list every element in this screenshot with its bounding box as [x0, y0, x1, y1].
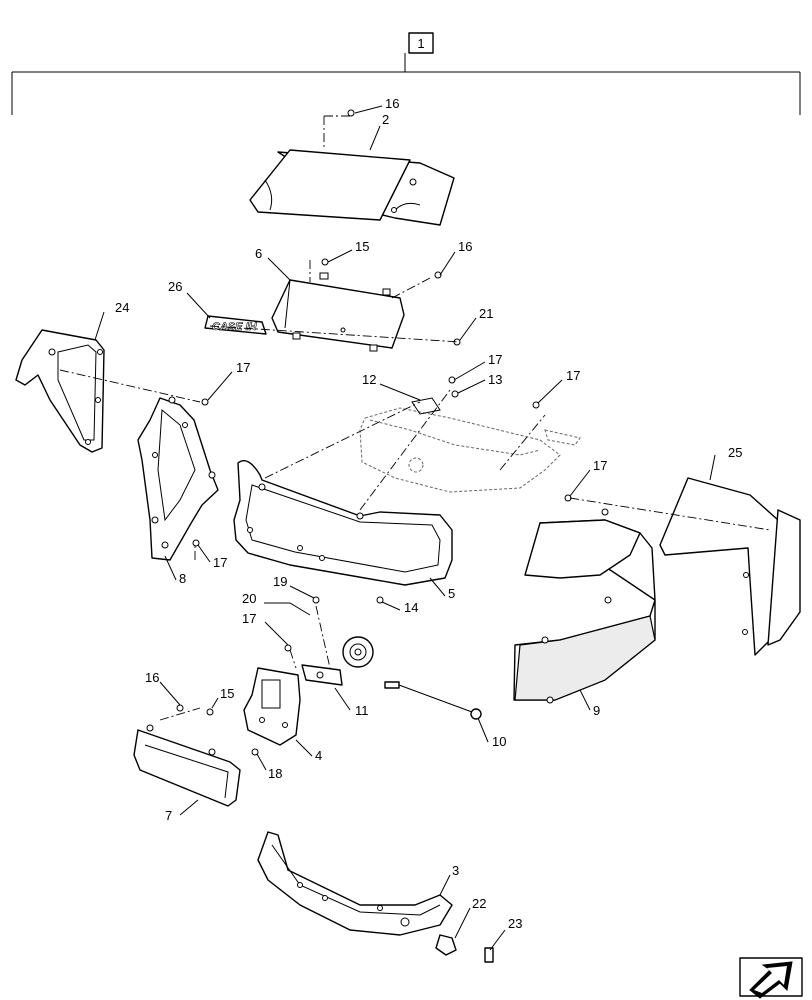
callout-4: 4	[315, 748, 322, 763]
callout-9: 9	[593, 703, 600, 718]
part-7-lamp-lens	[133, 724, 241, 807]
callout-26: 26	[168, 279, 182, 294]
callout-16-lower: 16	[145, 670, 159, 685]
callout-12: 12	[362, 372, 376, 387]
callout-17-right: 17	[566, 368, 580, 383]
callout-15-top: 15	[355, 239, 369, 254]
callout-8: 8	[179, 571, 186, 586]
rotary-knob	[342, 636, 374, 668]
part-24-left-side-panel	[15, 329, 105, 453]
part-5-frame-guard	[233, 460, 453, 586]
callout-6: 6	[255, 246, 262, 261]
part-12-ghost-housing	[359, 397, 581, 493]
callout-17-left: 17	[236, 360, 250, 375]
part-10-cable	[384, 681, 482, 720]
callout-16-mid: 16	[458, 239, 472, 254]
callout-16-top: 16	[385, 96, 399, 111]
part-9-right-side-panel	[513, 508, 656, 704]
part-25-right-extension-panel	[659, 477, 801, 656]
assembly-ref-box	[408, 32, 434, 54]
arrow-next-page-icon[interactable]	[739, 957, 803, 999]
callouts: 16 2 15 16 6 26 21 24 17 17 13 12 17 25 …	[94, 96, 742, 951]
part-8-left-bracket	[137, 396, 219, 561]
callout-13: 13	[488, 372, 502, 387]
callout-17-lower-left: 17	[213, 555, 227, 570]
part-23-pin	[484, 947, 494, 963]
part-6-cowl-panel	[271, 272, 405, 352]
assembly-ref-label: 1	[417, 36, 424, 51]
part-11-switch-block	[301, 664, 343, 686]
callout-15-lower: 15	[220, 686, 234, 701]
part-22-plug	[435, 934, 457, 956]
callout-10: 10	[492, 734, 506, 749]
part-4-plate	[243, 667, 301, 746]
callout-17-plate: 17	[242, 611, 256, 626]
part-3-bottom-bumper	[257, 831, 453, 936]
part-26-logo-decal: CASE IH	[204, 315, 267, 335]
callout-22: 22	[472, 896, 486, 911]
assembly-bracket: 1	[11, 32, 801, 115]
part-2-top-cover	[249, 149, 455, 226]
callout-17-center: 17	[488, 352, 502, 367]
callout-23: 23	[508, 916, 522, 931]
callout-11: 11	[355, 703, 369, 718]
center-lines	[59, 115, 771, 721]
callout-25: 25	[728, 445, 742, 460]
callout-5: 5	[448, 586, 455, 601]
callout-3: 3	[452, 863, 459, 878]
callout-21: 21	[479, 306, 493, 321]
callout-19: 19	[273, 574, 287, 589]
callout-18: 18	[268, 766, 282, 781]
logo-decal-text: CASE IH	[212, 321, 258, 333]
callout-17-far-right: 17	[593, 458, 607, 473]
callout-14: 14	[404, 600, 418, 615]
callout-7: 7	[165, 808, 172, 823]
callout-24: 24	[115, 300, 129, 315]
callout-2: 2	[382, 112, 389, 127]
callout-20: 20	[242, 591, 256, 606]
fasteners	[176, 109, 572, 756]
